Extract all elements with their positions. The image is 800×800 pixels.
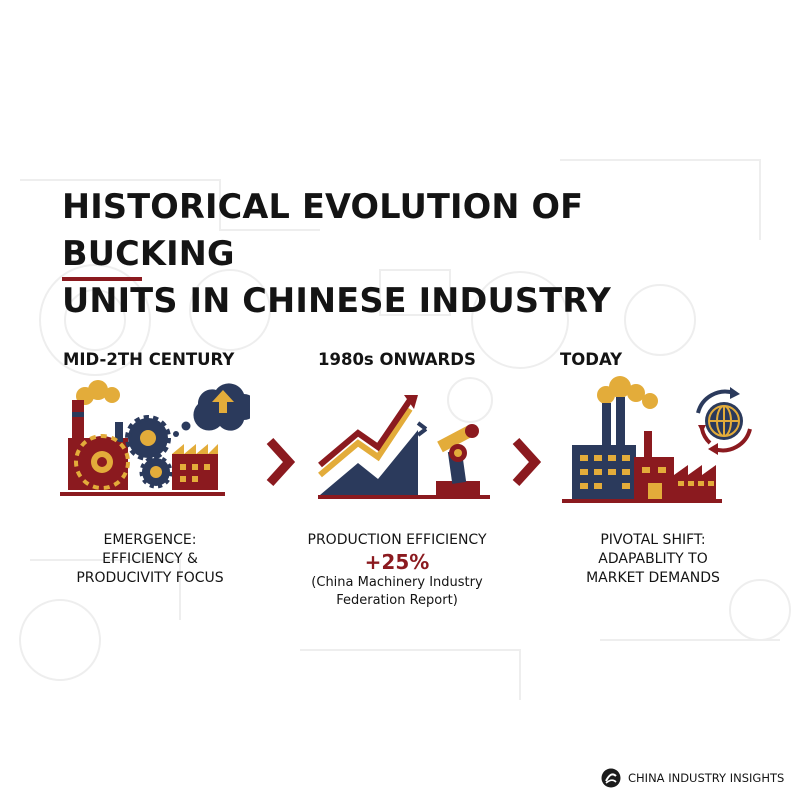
stage-2-caption: PRODUCTION EFFICIENCY +25% (China Machin…: [292, 531, 502, 610]
page-title: HISTORICAL EVOLUTION OF BUCKING UNITS IN…: [62, 183, 762, 324]
modern-factory-icon: [572, 376, 716, 499]
globe-cycle-icon: [696, 387, 752, 455]
ground-line: [562, 499, 722, 503]
stage-3-caption: PIVOTAL SHIFT: ADAPABLITY TO MARKET DEMA…: [558, 531, 748, 588]
caption-line: MARKET DEMANDS: [586, 570, 720, 586]
caption-line: EFFICIENCY &: [102, 551, 198, 567]
caption-line: PRODUCIVITY FOCUS: [76, 570, 224, 586]
caption-line: ADAPABLITY TO: [598, 551, 708, 567]
caption-line: EMERGENCE:: [103, 532, 197, 548]
caption-line: PIVOTAL SHIFT:: [600, 532, 706, 548]
title-line-2: UNITS IN CHINESE INDUSTRY: [62, 281, 611, 320]
gears-icon: [74, 415, 173, 490]
growth-chart-icon: [318, 395, 418, 495]
ground-line: [318, 495, 490, 499]
robotic-arm-icon: [416, 421, 480, 495]
stage-2-illustration: [318, 395, 490, 499]
stage-3-illustration: [562, 376, 752, 503]
chevron-right-icon: [266, 437, 295, 487]
stage-3-heading: TODAY: [560, 350, 623, 369]
stage-2-heading: 1980s ONWARDS: [318, 350, 476, 369]
ground-line: [60, 492, 225, 496]
title-underline: [62, 277, 142, 281]
chevron-right-icon: [512, 437, 541, 487]
brand-logo-icon: [601, 768, 621, 788]
caption-line: PRODUCTION EFFICIENCY: [307, 532, 487, 548]
title-line-1: HISTORICAL EVOLUTION OF BUCKING: [62, 187, 584, 273]
stage-1-illustration: [60, 380, 250, 496]
brand-footer: CHINA INDUSTRY INSIGHTS: [601, 767, 784, 789]
arrow-up-icon: [212, 390, 234, 413]
thought-bubble-icon: [173, 383, 250, 437]
stage-1-caption: EMERGENCE: EFFICIENCY & PRODUCIVITY FOCU…: [55, 531, 245, 588]
brand-name: CHINA INDUSTRY INSIGHTS: [628, 771, 785, 785]
source-line: (China Machinery Industry: [311, 575, 483, 590]
source-line: Federation Report): [336, 593, 458, 608]
stage-1-heading: MID-2TH CENTURY: [63, 350, 235, 369]
small-factory-icon: [172, 444, 218, 490]
efficiency-increase-value: +25%: [364, 550, 430, 574]
